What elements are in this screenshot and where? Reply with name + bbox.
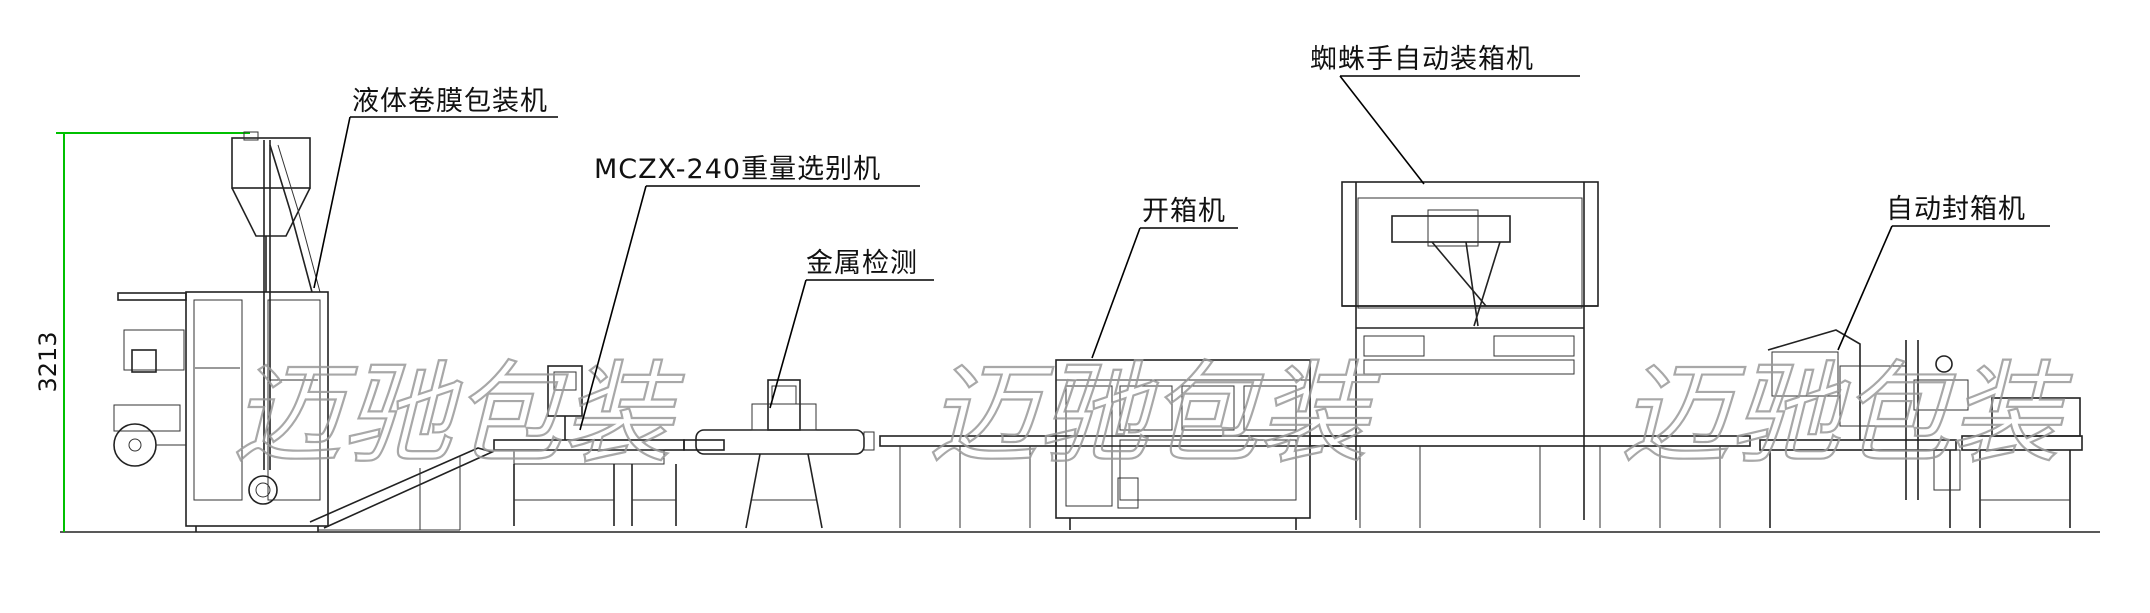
metal-detector-machine bbox=[695, 379, 875, 529]
height-dimension-value: 3213 bbox=[34, 331, 62, 392]
checkweigher-machine bbox=[493, 365, 725, 526]
label-case-sealer-text: 自动封箱机 bbox=[1886, 194, 2026, 225]
label-case-erector: 开箱机 bbox=[1091, 196, 1238, 359]
height-dimension: 3213 bbox=[34, 132, 250, 532]
spider-packer-machine bbox=[1341, 181, 1599, 520]
label-metal-detector-text: 金属检测 bbox=[806, 248, 918, 279]
liquid-packing-machine bbox=[113, 131, 329, 532]
watermark: 迈驰包装 bbox=[1620, 350, 2073, 478]
label-spider-packer-text: 蜘蛛手自动装箱机 bbox=[1310, 44, 1534, 75]
label-spider-packer: 蜘蛛手自动装箱机 bbox=[1310, 44, 1580, 185]
label-checkweigher-text: MCZX-240重量选别机 bbox=[594, 154, 881, 185]
case-erector-machine bbox=[1055, 359, 1340, 530]
label-liquid-packer: 液体卷膜包装机 bbox=[313, 86, 558, 289]
watermark: 迈驰包装 bbox=[928, 350, 1381, 478]
inclined-conveyor bbox=[309, 447, 495, 531]
label-case-sealer: 自动封箱机 bbox=[1837, 194, 2050, 351]
case-sealer-machine bbox=[1759, 329, 2083, 528]
label-liquid-packer-text: 液体卷膜包装机 bbox=[352, 86, 548, 117]
watermark: 迈驰包装 bbox=[232, 350, 685, 478]
label-metal-detector: 金属检测 bbox=[769, 248, 934, 409]
transfer-conveyor-2 bbox=[1309, 435, 1751, 528]
label-checkweigher: MCZX-240重量选别机 bbox=[579, 154, 920, 431]
label-case-erector-text: 开箱机 bbox=[1142, 196, 1226, 227]
